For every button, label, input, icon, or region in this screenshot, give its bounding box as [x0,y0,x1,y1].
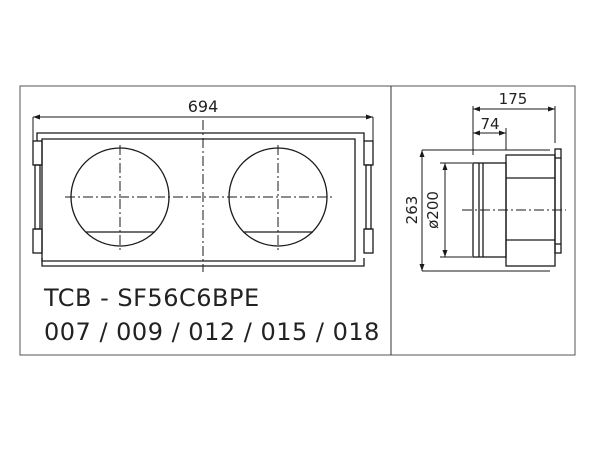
dimension-diameter-label: ø200 [424,191,442,229]
model-sizes: 007 / 009 / 012 / 015 / 018 [44,318,380,346]
dimension-width-label: 694 [188,97,219,116]
front-view [32,114,374,272]
outer-frame [19,85,576,356]
model-label: TCB - SF56C6BPE [44,284,260,312]
dimension-depth-label: 175 [499,90,528,108]
side-view [419,106,566,272]
dimension-height-label: 263 [403,196,421,225]
dimension-inner-depth-label: 74 [480,115,499,133]
